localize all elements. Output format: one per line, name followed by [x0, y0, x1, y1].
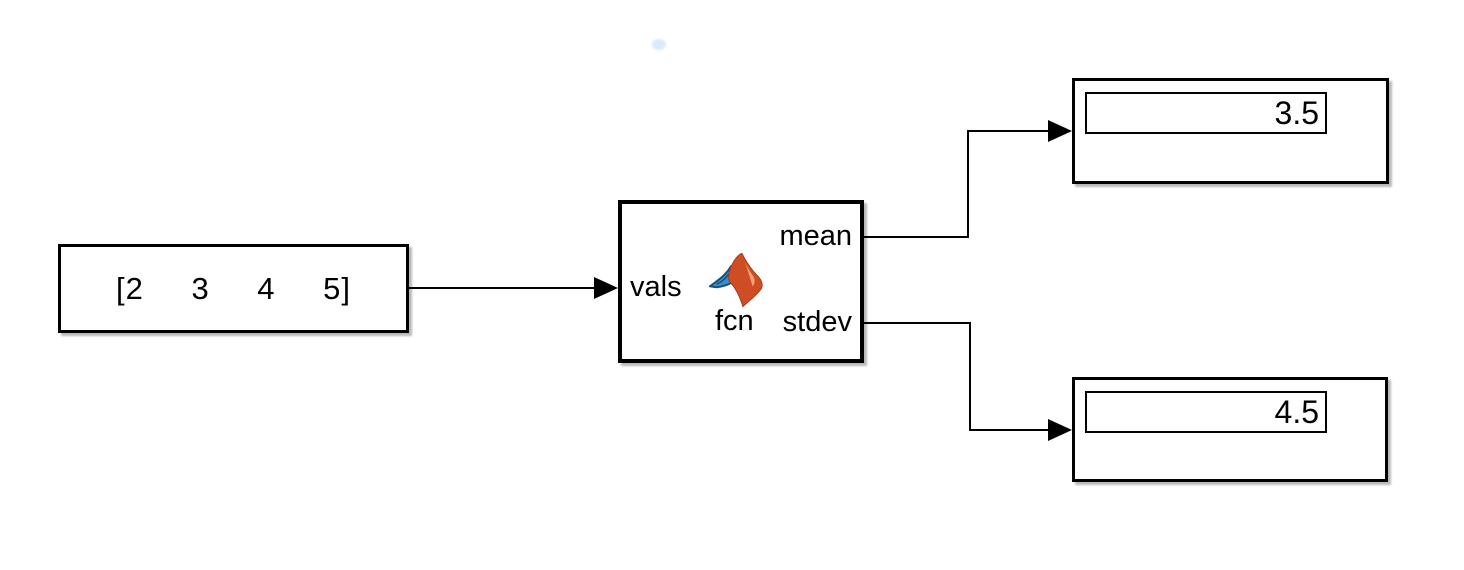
arrowhead-icon — [1048, 120, 1072, 142]
fcn-caption: fcn — [715, 305, 754, 337]
display-value-box: 3.5 — [1085, 92, 1327, 134]
wire-constant-to-fcn[interactable] — [409, 277, 618, 299]
matlab-logo-icon — [708, 253, 763, 308]
output-port-label-mean: mean — [779, 220, 852, 252]
wire-stdev-to-display[interactable] — [864, 322, 1072, 441]
constant-value: [2 3 4 5] — [115, 270, 352, 306]
display-mean-value: 3.5 — [1274, 95, 1319, 131]
output-port-label-stdev: stdev — [782, 306, 852, 338]
constant-block[interactable]: [2 3 4 5] — [58, 244, 409, 333]
blue-dot-artifact — [652, 39, 666, 50]
arrowhead-icon — [594, 277, 618, 299]
display-block-stdev[interactable]: 4.5 — [1072, 377, 1388, 482]
display-stdev-value: 4.5 — [1274, 394, 1319, 430]
matlab-function-block[interactable]: vals mean stdev fcn — [618, 200, 864, 363]
display-value-box: 4.5 — [1085, 391, 1327, 433]
input-port-label-vals: vals — [630, 271, 682, 303]
display-block-mean[interactable]: 3.5 — [1072, 78, 1389, 184]
wire-mean-to-display[interactable] — [864, 120, 1072, 238]
arrowhead-icon — [1048, 419, 1072, 441]
